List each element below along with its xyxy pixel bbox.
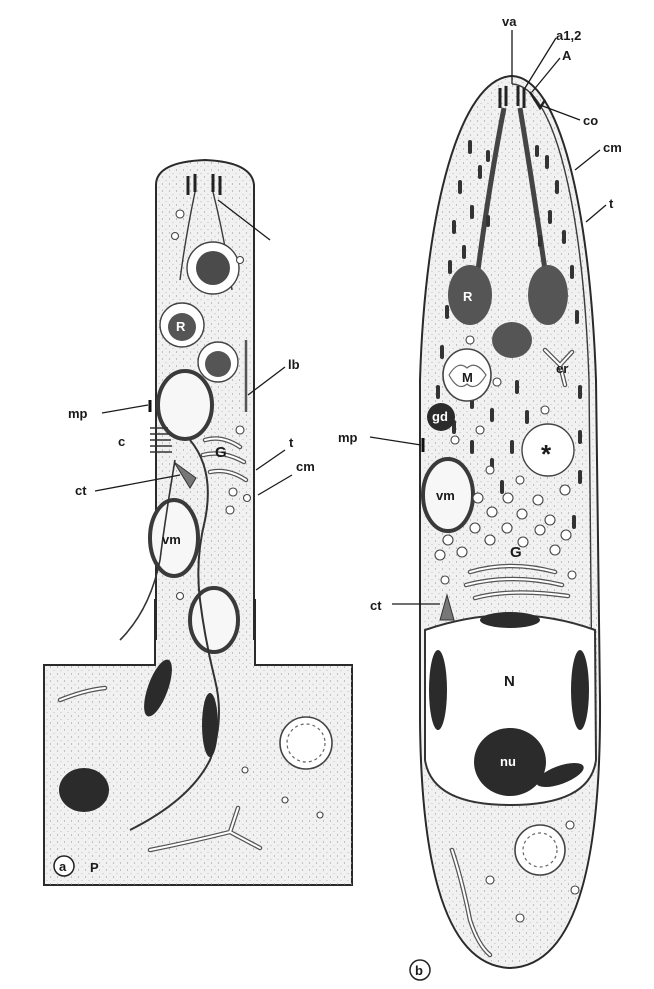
host-mitochondrion-a bbox=[280, 717, 332, 769]
leader-mp-a bbox=[102, 405, 148, 413]
rhoptry-a-1 bbox=[187, 242, 239, 294]
dark-body-a-2 bbox=[202, 693, 218, 757]
vacuole-a-3 bbox=[190, 588, 238, 652]
label-G-a: G bbox=[215, 444, 227, 461]
panel-label-b: b bbox=[415, 963, 423, 978]
panel-a: R lb mp c G t ct cm vm P a bbox=[44, 160, 352, 885]
rhoptry-b-2 bbox=[528, 265, 568, 325]
leader-A bbox=[532, 58, 560, 92]
leader-cm-b bbox=[575, 150, 600, 170]
label-G-b: G bbox=[510, 544, 522, 561]
label-lb: lb bbox=[288, 357, 300, 372]
label-A: A bbox=[562, 48, 572, 63]
leader-cm-a bbox=[258, 475, 292, 495]
label-mp-b: mp bbox=[338, 430, 358, 445]
label-asterisk: * bbox=[541, 439, 552, 469]
rhoptry-a-3 bbox=[198, 342, 238, 382]
label-M: M bbox=[462, 370, 473, 385]
label-co: co bbox=[583, 113, 598, 128]
panel-b: va a1,2 A co cm t R M er gd mp * vm G ct… bbox=[338, 14, 622, 980]
label-c: c bbox=[118, 434, 125, 449]
leader-a12 bbox=[525, 38, 556, 88]
label-vm-b: vm bbox=[436, 488, 455, 503]
dense-body-b bbox=[492, 322, 532, 358]
label-cm-a: cm bbox=[296, 459, 315, 474]
panel-label-a: a bbox=[59, 859, 67, 874]
label-N: N bbox=[504, 673, 515, 690]
label-nu: nu bbox=[500, 754, 516, 769]
label-mp-a: mp bbox=[68, 406, 88, 421]
label-R-a: R bbox=[176, 319, 186, 334]
label-t-b: t bbox=[609, 196, 614, 211]
vacuole-a-1 bbox=[158, 371, 212, 439]
label-ct-b: ct bbox=[370, 598, 382, 613]
label-gd: gd bbox=[432, 409, 448, 424]
label-P: P bbox=[90, 860, 99, 875]
label-cm-b: cm bbox=[603, 140, 622, 155]
nucleus-host-a bbox=[59, 768, 109, 812]
label-va: va bbox=[502, 14, 517, 29]
label-vm-a: vm bbox=[162, 532, 181, 547]
label-ct-a: ct bbox=[75, 483, 87, 498]
leader-mp-b bbox=[370, 437, 421, 445]
label-a12: a1,2 bbox=[556, 28, 581, 43]
leader-t-b bbox=[586, 205, 606, 222]
label-R-b: R bbox=[463, 289, 473, 304]
leader-t-a bbox=[256, 450, 285, 470]
label-er: er bbox=[556, 361, 568, 376]
mitochondrion-b-2 bbox=[515, 825, 565, 875]
label-t-a: t bbox=[289, 435, 294, 450]
